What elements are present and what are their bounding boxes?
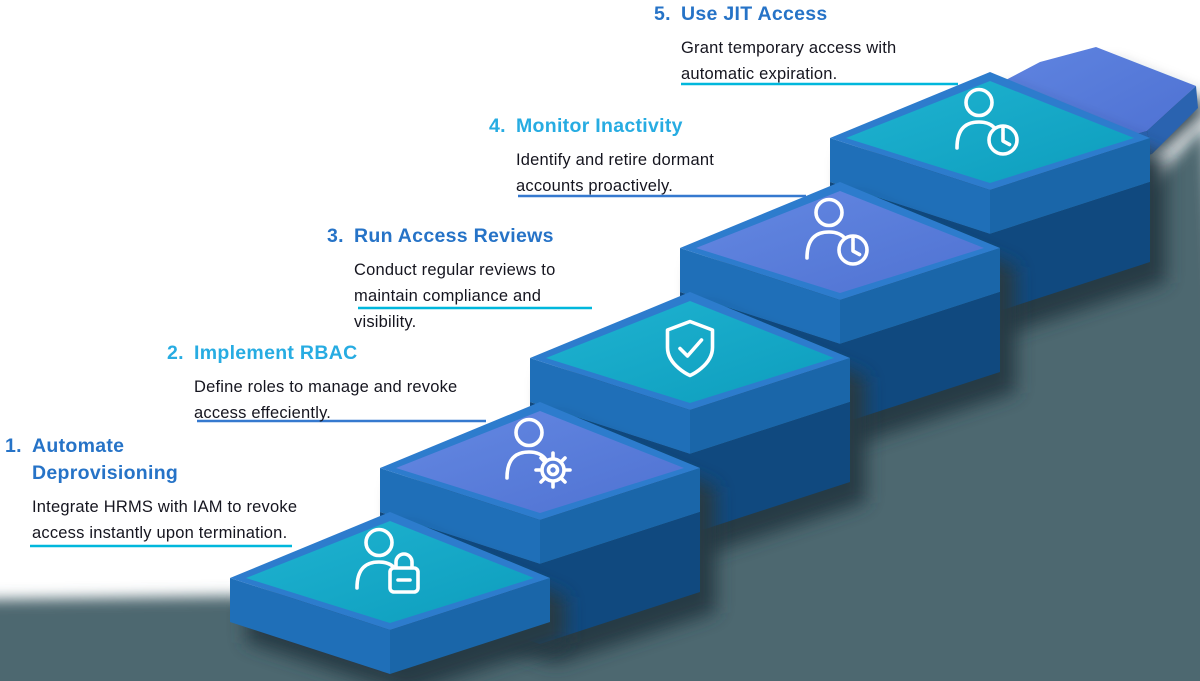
shield-check-icon <box>665 319 715 378</box>
step-2-description: Define roles to manage and revoke access… <box>194 378 458 422</box>
user-clock-icon <box>805 197 869 266</box>
step-3-title: Run Access Reviews <box>354 225 554 247</box>
step-5-text-block: 5. Use JIT Access Grant temporary access… <box>654 1 923 87</box>
user-lock-icon <box>355 527 420 594</box>
step-2-title: Implement RBAC <box>194 342 358 364</box>
step-1-platform <box>230 512 566 681</box>
step-3-text-block: 3. Run Access Reviews Conduct regular re… <box>327 223 606 335</box>
user-clock-icon <box>955 87 1019 156</box>
step-3-description: Conduct regular reviews to maintain comp… <box>354 261 556 331</box>
step-4-title: Monitor Inactivity <box>516 115 683 137</box>
step-1-number: 1. <box>5 435 22 457</box>
user-gear-icon <box>505 417 572 489</box>
step-1-title: Automate Deprovisioning <box>32 435 179 484</box>
step-4-number: 4. <box>489 115 506 137</box>
step-2-number: 2. <box>167 342 184 364</box>
step-4-text-block: 4. Monitor Inactivity Identify and retir… <box>489 113 748 199</box>
step-5-description: Grant temporary access with automatic ex… <box>681 39 897 83</box>
floor-shadow <box>0 130 1200 681</box>
step-3-number: 3. <box>327 225 344 247</box>
step-5-title: Use JIT Access <box>681 3 828 25</box>
step-4-description: Identify and retire dormant accounts pro… <box>516 151 715 195</box>
step-1-description: Integrate HRMS with IAM to revoke access… <box>32 498 298 542</box>
step-1-text-block: 1. Automate Deprovisioning Integrate HRM… <box>5 433 332 546</box>
step-5-number: 5. <box>654 3 671 25</box>
step-2-text-block: 2. Implement RBAC Define roles to manage… <box>167 340 466 426</box>
